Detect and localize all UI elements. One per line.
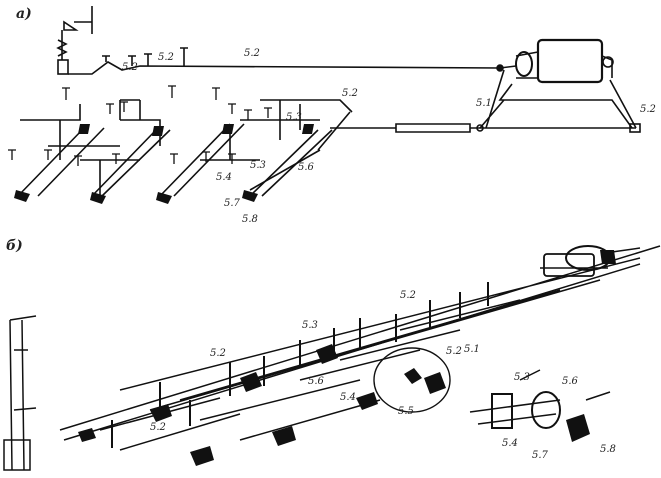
callout-a-5-2-far: 5.2 (640, 104, 656, 115)
callout-a-5-1: 5.1 (476, 98, 492, 109)
callout-b-5-2-mid: 5.2 (210, 348, 226, 359)
callout-b-5-2-right: 5.2 (446, 346, 462, 357)
callout-b-5-6-detail: 5.6 (562, 376, 579, 387)
callout-a-5-2-left: 5.2 (122, 62, 138, 73)
callout-a-5-2-right: 5.2 (342, 88, 358, 99)
callout-a-5-6: 5.6 (298, 162, 315, 173)
callout-a-5-7: 5.7 (224, 198, 241, 209)
callout-b-5-2-left: 5.2 (150, 422, 166, 433)
callout-b-5-8-detail: 5.8 (600, 444, 616, 455)
callout-a-5-2-mid: 5.2 (158, 52, 174, 63)
callout-b-5-4-detail: 5.4 (502, 438, 518, 449)
callout-a-5-3: 5.3 (286, 112, 302, 123)
panel-a-schematic (8, 6, 641, 204)
callout-a-5-8: 5.8 (242, 214, 258, 225)
callout-b-5-5: 5.5 (398, 406, 414, 417)
callout-a-5-4: 5.4 (216, 172, 232, 183)
callout-b-5-3-detail: 5.3 (514, 372, 530, 383)
panel-a-callouts: 5.2 5.2 5.2 5.2 5.2 5.1 5.3 5.3 5.4 5.6 … (122, 48, 656, 225)
callout-b-5-2-top: 5.2 (400, 290, 416, 301)
panel-a-label: а) (16, 6, 32, 22)
callout-b-5-1: 5.1 (464, 344, 480, 355)
callout-b-5-3: 5.3 (302, 320, 318, 331)
callout-a-5-2-top: 5.2 (244, 48, 260, 59)
panel-b-shoes (78, 250, 616, 466)
panel-b-callouts: 5.2 5.2 5.2 5.2 5.1 5.3 5.6 5.4 5.5 5.3 … (150, 290, 616, 461)
callout-a-5-3b: 5.3 (250, 160, 266, 171)
callout-b-5-7-detail: 5.7 (532, 450, 549, 461)
callout-b-5-4: 5.4 (340, 392, 356, 403)
callout-b-5-6: 5.6 (308, 376, 325, 387)
panel-b-label: б) (6, 238, 23, 254)
